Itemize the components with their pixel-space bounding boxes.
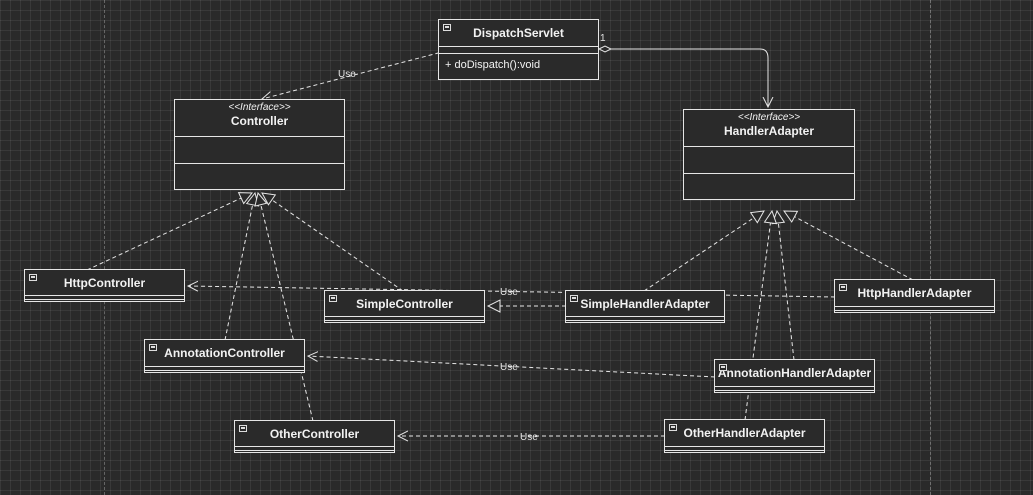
use-label-dispatch-controller: Use — [338, 69, 356, 80]
attributes-section — [235, 447, 394, 451]
multiplicity-label: 1 — [600, 33, 606, 44]
attributes-section — [566, 317, 724, 321]
attributes-section — [665, 447, 824, 451]
class-icon — [570, 295, 578, 302]
realization-other-controller[interactable] — [254, 191, 314, 422]
dependency-http-adapter-controller[interactable] — [188, 286, 836, 298]
class-name: HttpHandlerAdapter — [857, 286, 972, 300]
class-header: AnnotationHandlerAdapter — [715, 360, 874, 387]
aggregation-dispatch-handleradapter[interactable] — [599, 49, 768, 107]
use-label-annotation: Use — [500, 362, 518, 373]
class-icon — [443, 24, 451, 31]
class-header: OtherController — [235, 421, 394, 447]
dependency-dispatch-controller[interactable] — [262, 50, 447, 99]
interface-header: <<Interface>> Controller — [175, 100, 344, 137]
dependency-annotation-adapter-controller[interactable] — [308, 356, 716, 378]
class-simple-controller[interactable]: SimpleController — [324, 290, 485, 323]
class-icon — [29, 274, 37, 281]
attributes-section — [325, 317, 484, 321]
class-name: AnnotationHandlerAdapter — [717, 366, 872, 380]
attributes-section — [439, 47, 598, 54]
interface-name: HandlerAdapter — [723, 124, 815, 138]
class-annotation-controller[interactable]: AnnotationController — [144, 339, 305, 373]
realization-annotation-controller[interactable] — [224, 191, 260, 341]
class-annotation-handler-adapter[interactable]: AnnotationHandlerAdapter — [714, 359, 875, 393]
realization-http-handler-adapter[interactable] — [783, 210, 914, 281]
realization-simple-controller[interactable] — [261, 192, 404, 292]
class-name: OtherHandlerAdapter — [683, 426, 806, 440]
attributes-section — [145, 367, 304, 371]
class-header: DispatchServlet — [439, 20, 598, 47]
class-header: SimpleController — [325, 291, 484, 317]
realization-http-controller[interactable] — [86, 192, 254, 271]
class-header: OtherHandlerAdapter — [665, 420, 824, 447]
class-name: DispatchServlet — [473, 26, 564, 40]
attributes-section — [25, 296, 184, 300]
class-icon — [329, 295, 337, 302]
class-other-controller[interactable]: OtherController — [234, 420, 395, 453]
class-other-handler-adapter[interactable]: OtherHandlerAdapter — [664, 419, 825, 453]
attributes-section — [684, 147, 854, 174]
class-icon — [839, 284, 847, 291]
interface-controller[interactable]: <<Interface>> Controller — [174, 99, 345, 190]
class-http-handler-adapter[interactable]: HttpHandlerAdapter — [834, 279, 995, 313]
class-dispatch-servlet[interactable]: DispatchServlet + doDispatch():void — [438, 19, 599, 80]
stereotype-label: <<Interface>> — [737, 112, 801, 123]
attributes-section — [715, 387, 874, 391]
realization-simple-handler-adapter[interactable] — [643, 210, 765, 292]
interface-name: Controller — [230, 114, 289, 128]
class-icon — [669, 424, 677, 431]
attributes-section — [835, 307, 994, 311]
class-name: AnnotationController — [164, 346, 285, 360]
method-do-dispatch: + doDispatch():void — [445, 59, 541, 71]
class-header: SimpleHandlerAdapter — [566, 291, 724, 317]
class-name: SimpleHandlerAdapter — [580, 296, 710, 311]
class-icon — [149, 344, 157, 351]
interface-header: <<Interface>> HandlerAdapter — [684, 110, 854, 147]
class-header: HttpController — [25, 270, 184, 296]
page-guide-left — [104, 0, 105, 495]
class-header: HttpHandlerAdapter — [835, 280, 994, 307]
class-name: SimpleController — [356, 296, 453, 311]
realization-annotation-handler-adapter[interactable] — [771, 209, 795, 361]
class-http-controller[interactable]: HttpController — [24, 269, 185, 302]
attributes-section — [175, 137, 344, 164]
class-header: AnnotationController — [145, 340, 304, 367]
class-icon — [239, 425, 247, 432]
stereotype-label: <<Interface>> — [228, 102, 291, 113]
interface-handler-adapter[interactable]: <<Interface>> HandlerAdapter — [683, 109, 855, 200]
class-name: OtherController — [269, 426, 360, 441]
use-label-other: Use — [520, 432, 538, 443]
class-icon — [719, 364, 727, 371]
class-name: HttpController — [63, 275, 146, 290]
use-label-http: Use — [500, 287, 518, 298]
class-simple-handler-adapter[interactable]: SimpleHandlerAdapter — [565, 290, 725, 323]
page-guide-right — [930, 0, 931, 495]
